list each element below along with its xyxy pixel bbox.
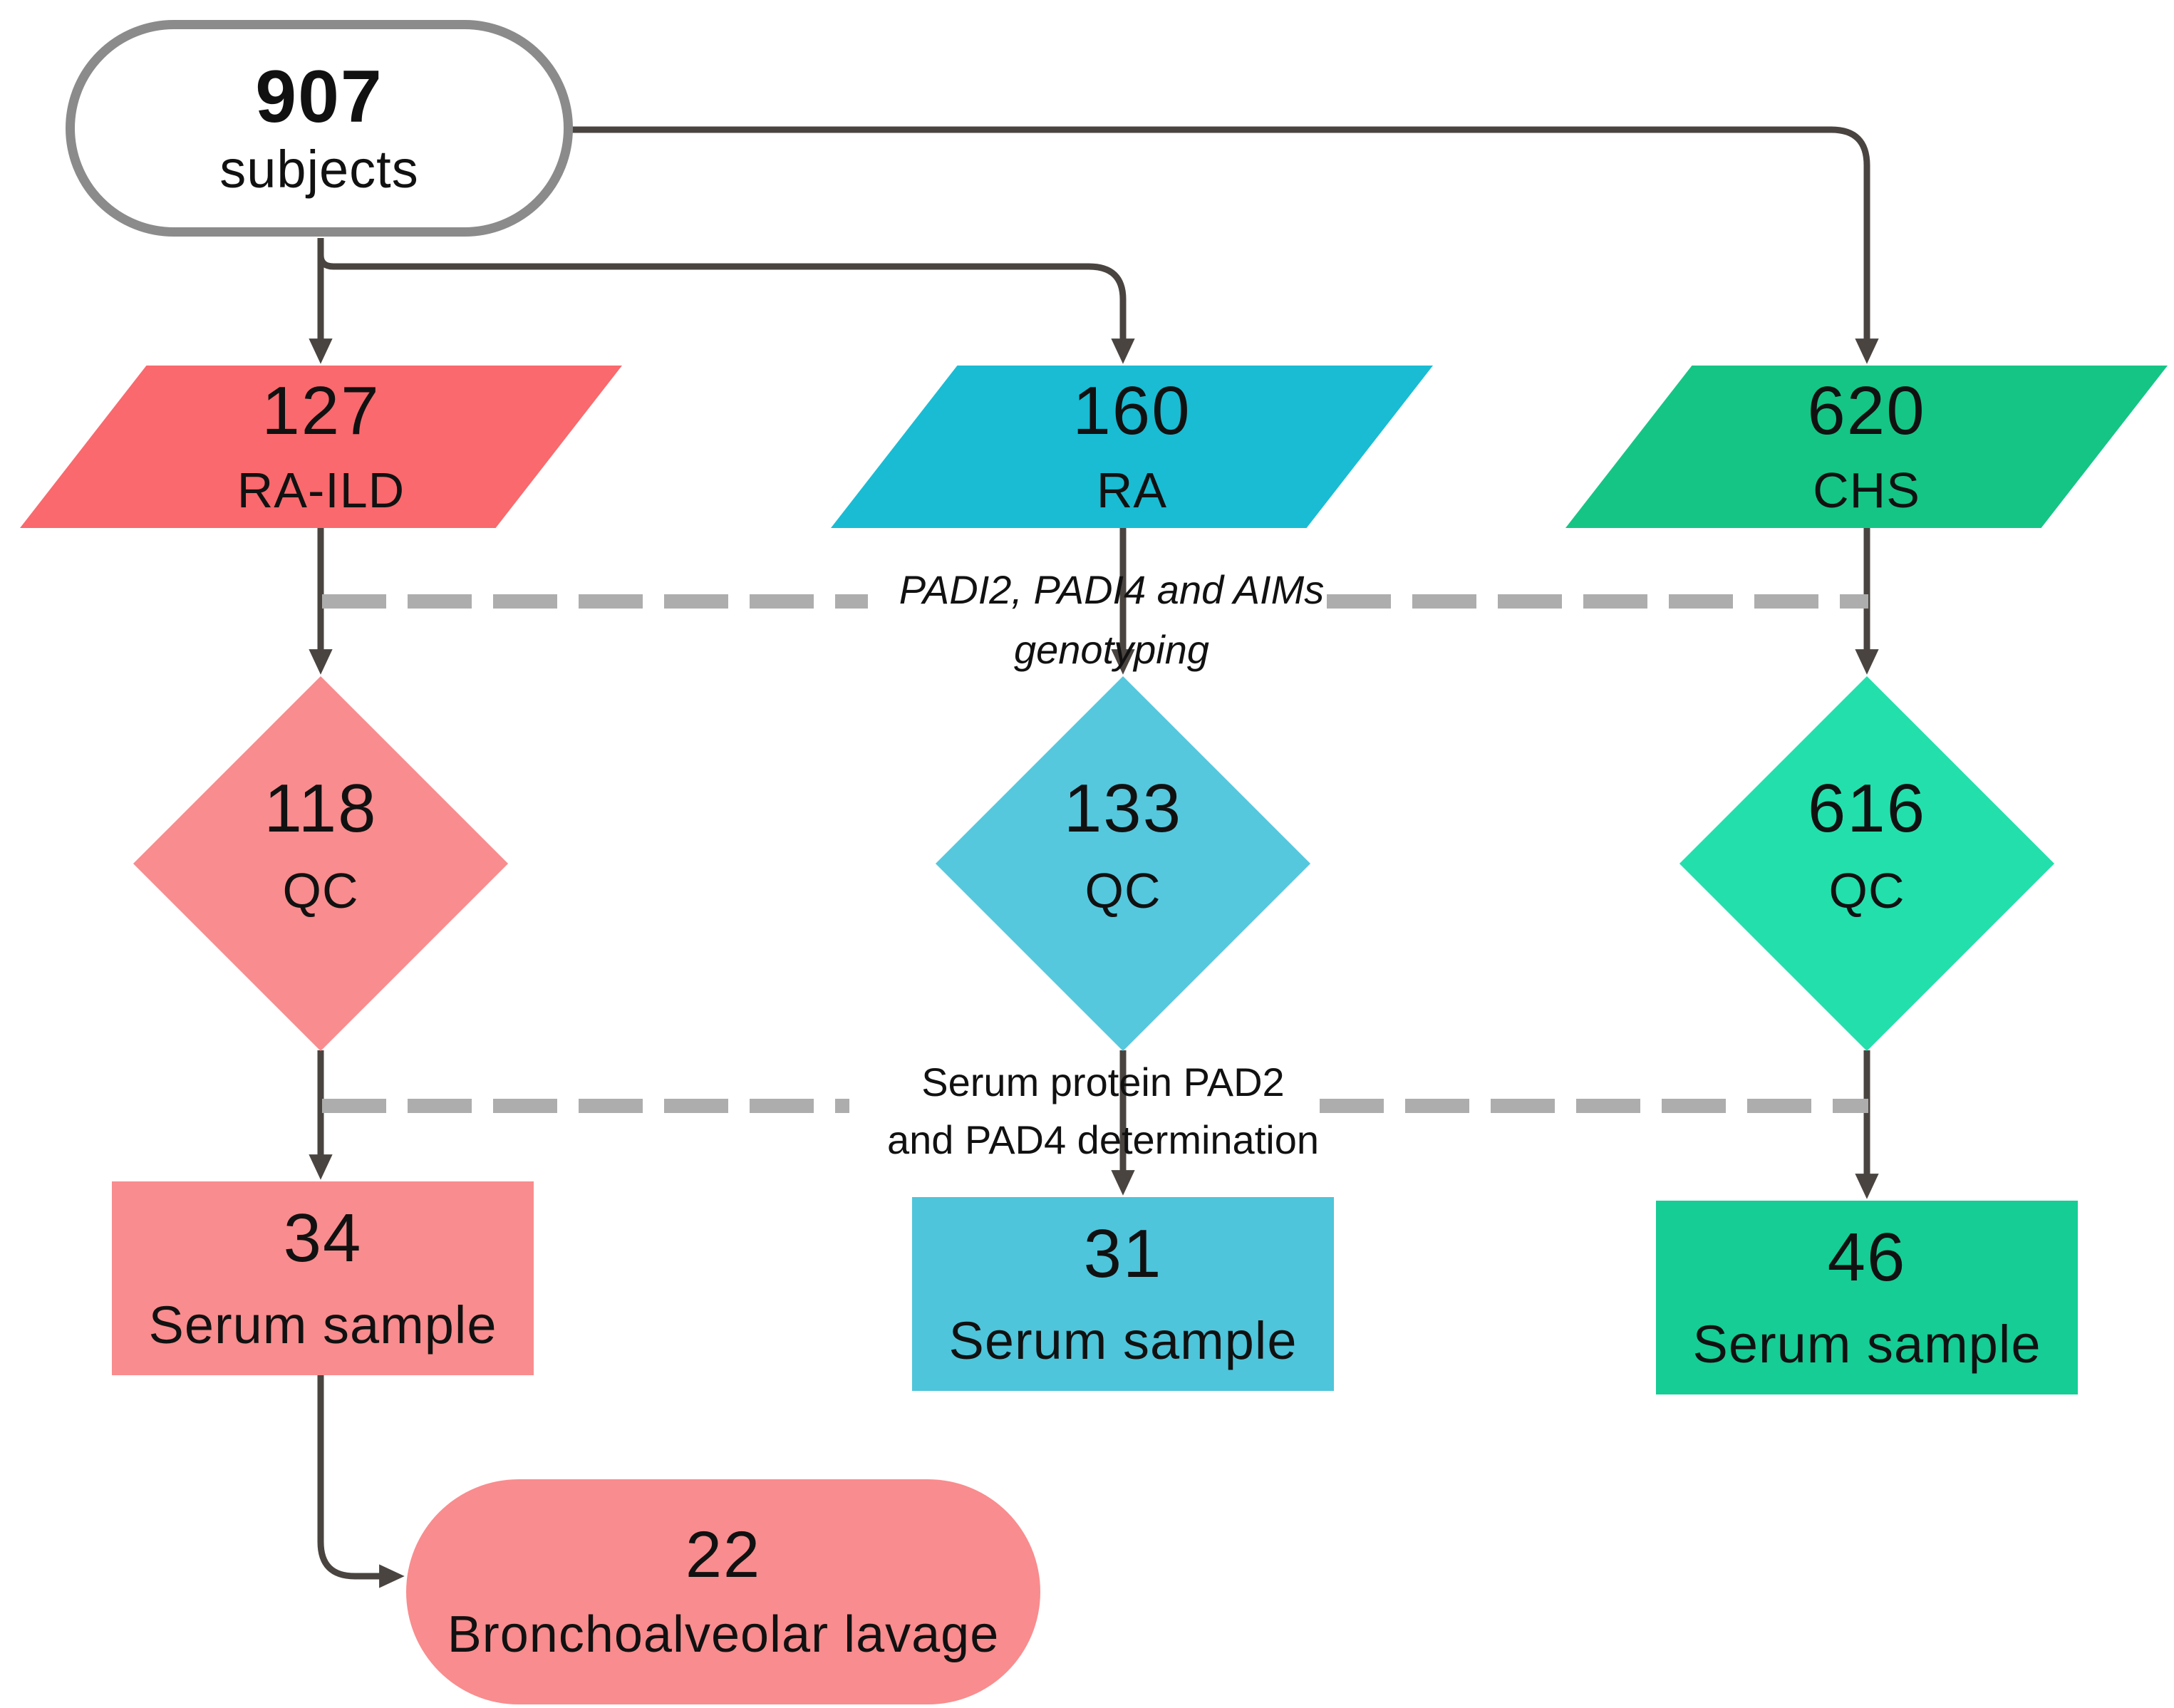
cohort-chs-count: 620 xyxy=(1807,373,1926,450)
subjects-total-count: 907 xyxy=(255,55,383,138)
arrow-total-to-ra xyxy=(317,254,1135,364)
qc-chs-count: 616 xyxy=(1807,770,1927,847)
genotyping-annotation-line1: PADI2, PADI4 and AIMs xyxy=(899,567,1325,612)
arrow-total-to-chs xyxy=(570,126,1879,364)
cohort-chs-label: CHS xyxy=(1813,462,1920,518)
serum-raild-label: Serum sample xyxy=(148,1295,497,1355)
qc-raild-text: 118 QC xyxy=(157,770,485,918)
bal-count: 22 xyxy=(685,1518,762,1592)
qc-chs-text: 616 QC xyxy=(1703,770,2031,918)
serum-chs-label: Serum sample xyxy=(1692,1314,2041,1374)
genotyping-annotation: PADI2, PADI4 and AIMs genotyping xyxy=(791,560,1432,680)
serum-raild-box: 34 Serum sample xyxy=(112,1181,534,1375)
cohort-ra-label: RA xyxy=(1096,462,1168,518)
genotyping-annotation-line2: genotyping xyxy=(1013,627,1209,672)
serum-ra-count: 31 xyxy=(1083,1215,1163,1292)
qc-ra-text: 133 QC xyxy=(959,770,1287,918)
serum-protein-annotation: Serum protein PAD2 and PAD4 determinatio… xyxy=(782,1053,1424,1169)
subjects-total-label: subjects xyxy=(219,139,419,199)
qc-raild-label: QC xyxy=(282,862,359,918)
serum-chs-box: 46 Serum sample xyxy=(1656,1201,2078,1394)
serum-ra-label: Serum sample xyxy=(948,1310,1298,1370)
bal-label: Bronchoalveolar lavage xyxy=(447,1605,1000,1663)
serum-protein-annotation-line2: and PAD4 determination xyxy=(887,1117,1319,1163)
cohort-raild-count: 127 xyxy=(262,373,381,450)
qc-ra-count: 133 xyxy=(1063,770,1183,847)
serum-raild-count: 34 xyxy=(283,1199,363,1276)
qc-chs-label: QC xyxy=(1828,862,1905,918)
arrow-serum-to-bal xyxy=(317,1375,405,1588)
serum-chs-count: 46 xyxy=(1827,1218,1907,1295)
bal-pill: 22 Bronchoalveolar lavage xyxy=(406,1479,1040,1704)
subjects-total-node: 907 subjects xyxy=(66,20,573,237)
cohort-raild-label: RA-ILD xyxy=(237,462,405,518)
serum-ra-box: 31 Serum sample xyxy=(912,1197,1334,1391)
qc-raild-count: 118 xyxy=(264,770,378,847)
serum-protein-annotation-line1: Serum protein PAD2 xyxy=(921,1060,1285,1104)
cohort-ra-count: 160 xyxy=(1072,373,1191,450)
qc-ra-label: QC xyxy=(1085,862,1161,918)
